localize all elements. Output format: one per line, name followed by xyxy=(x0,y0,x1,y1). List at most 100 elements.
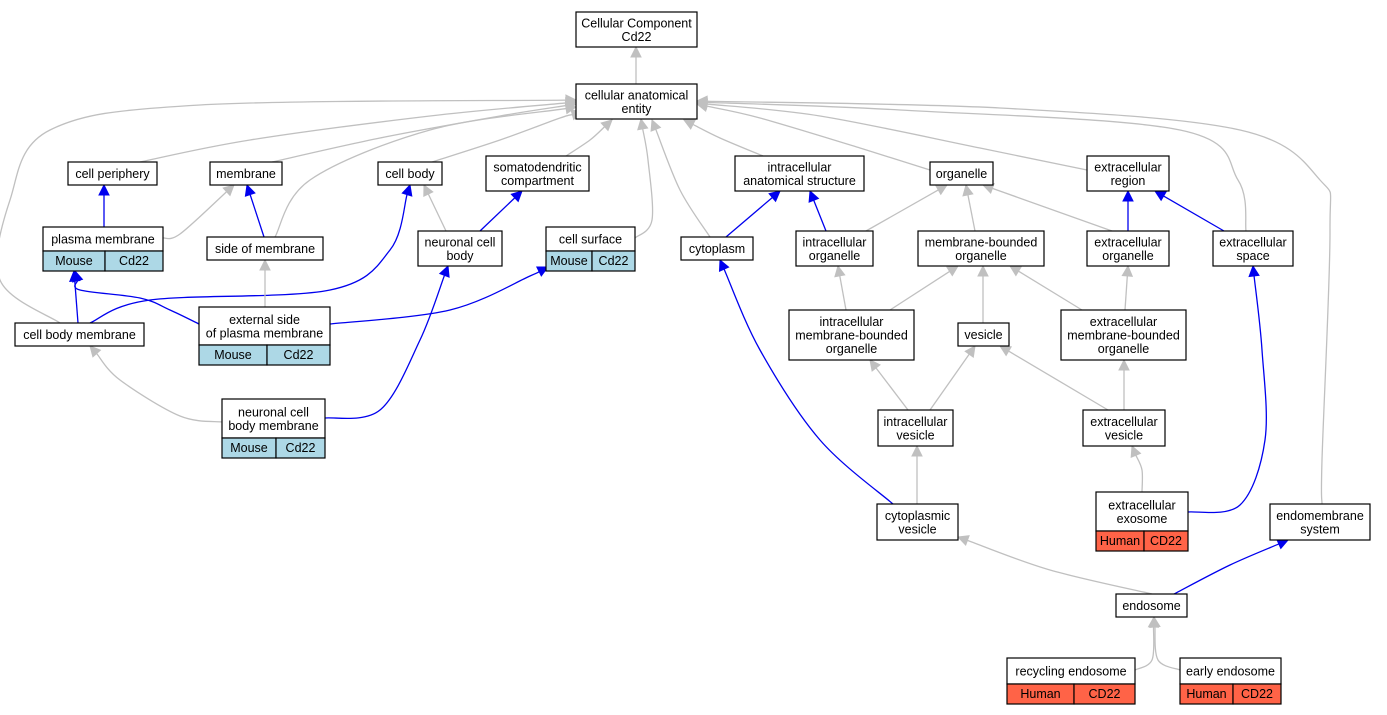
arrowhead-icon xyxy=(1122,189,1134,202)
term-box xyxy=(1082,409,1166,447)
gene-label: Cd22 xyxy=(284,348,314,362)
arrowhead-icon xyxy=(718,258,730,272)
edge-ncbm-to-neuronal-cell-body xyxy=(324,264,450,420)
edge-ext-exosome-to-ext-vesicle xyxy=(1130,444,1144,493)
term-node-cytoplasm[interactable]: cytoplasm xyxy=(680,236,754,261)
gene-cell: CD22 xyxy=(1073,683,1136,705)
term-box xyxy=(377,161,443,186)
arrowhead-icon xyxy=(535,266,550,277)
term-box xyxy=(788,309,915,361)
edge-endomembrane-to-cae xyxy=(695,95,1332,505)
term-box xyxy=(575,11,698,48)
edge-line xyxy=(706,103,1088,171)
arrowhead-icon xyxy=(1009,265,1022,277)
arrowhead-icon xyxy=(946,265,959,277)
term-label: extracellular xyxy=(1090,415,1157,429)
term-box xyxy=(877,409,954,447)
term-box xyxy=(198,306,331,346)
gene-cell: Cd22 xyxy=(591,250,636,272)
term-label: extracellular xyxy=(1094,235,1161,249)
arrowhead-icon xyxy=(1154,190,1168,202)
term-box xyxy=(67,161,158,186)
arrowhead-icon xyxy=(89,345,102,358)
species-label: Mouse xyxy=(230,441,268,455)
arrowhead-icon xyxy=(956,535,970,547)
term-box xyxy=(545,226,636,252)
arrowhead-icon xyxy=(999,345,1013,357)
term-label: external side xyxy=(229,313,300,327)
edge-ext-space-to-ext-region xyxy=(1154,190,1225,232)
term-label: intracellular xyxy=(768,160,832,174)
edge-intra-vesicle-to-vesicle xyxy=(929,345,976,411)
edge-plasma-membrane-to-membrane xyxy=(162,184,235,240)
arrowhead-icon xyxy=(244,183,256,197)
edge-line xyxy=(1163,195,1225,232)
term-node-side-membrane[interactable]: side of membrane xyxy=(206,236,324,261)
edge-intra-mbo-to-intra-organelle xyxy=(834,264,847,311)
term-label: vesicle xyxy=(1105,428,1143,442)
term-label: membrane-bounded xyxy=(925,235,1038,249)
arrowhead-icon xyxy=(1121,264,1134,277)
term-box xyxy=(929,161,994,186)
term-label: cytoplasm xyxy=(689,242,745,256)
gene-cell: CD22 xyxy=(1232,683,1282,705)
edge-line xyxy=(479,197,516,232)
term-box xyxy=(485,155,590,192)
edge-somatodendritic-to-cae xyxy=(565,119,613,157)
term-label: membrane-bounded xyxy=(795,329,908,343)
term-label: space xyxy=(1236,249,1269,263)
edge-cytoplasm-to-cae xyxy=(650,118,711,238)
species-label: Mouse xyxy=(214,348,252,362)
arrowhead-icon xyxy=(630,45,642,58)
term-box xyxy=(1086,155,1170,192)
edge-cbm-to-cell-body xyxy=(89,183,413,324)
edge-ext-side-pm-to-side-membrane xyxy=(259,258,271,307)
edge-cell-body-to-cae xyxy=(431,109,584,163)
edge-line xyxy=(427,193,447,232)
term-node-cell-periphery[interactable]: cell periphery xyxy=(67,161,158,186)
edge-line xyxy=(1135,454,1144,493)
term-box xyxy=(917,230,1045,267)
edge-line xyxy=(725,196,773,238)
edge-line xyxy=(692,123,764,157)
term-label: region xyxy=(1111,174,1146,188)
edge-endosome-to-endomembrane xyxy=(1173,538,1290,595)
term-node-cbm[interactable]: cell body membrane xyxy=(14,322,145,347)
term-node-vesicle[interactable]: vesicle xyxy=(957,322,1010,347)
arrowhead-icon xyxy=(438,264,450,278)
edge-line xyxy=(655,129,711,238)
term-node-endosome[interactable]: endosome xyxy=(1115,593,1188,618)
term-node-organelle[interactable]: organelle xyxy=(929,161,994,186)
species-label: Mouse xyxy=(55,254,93,268)
term-node-membrane[interactable]: membrane xyxy=(209,161,283,186)
term-label: side of membrane xyxy=(215,242,315,256)
arrowhead-icon xyxy=(98,183,110,196)
edge-line xyxy=(1173,543,1280,595)
term-node-cell-body[interactable]: cell body xyxy=(377,161,443,186)
